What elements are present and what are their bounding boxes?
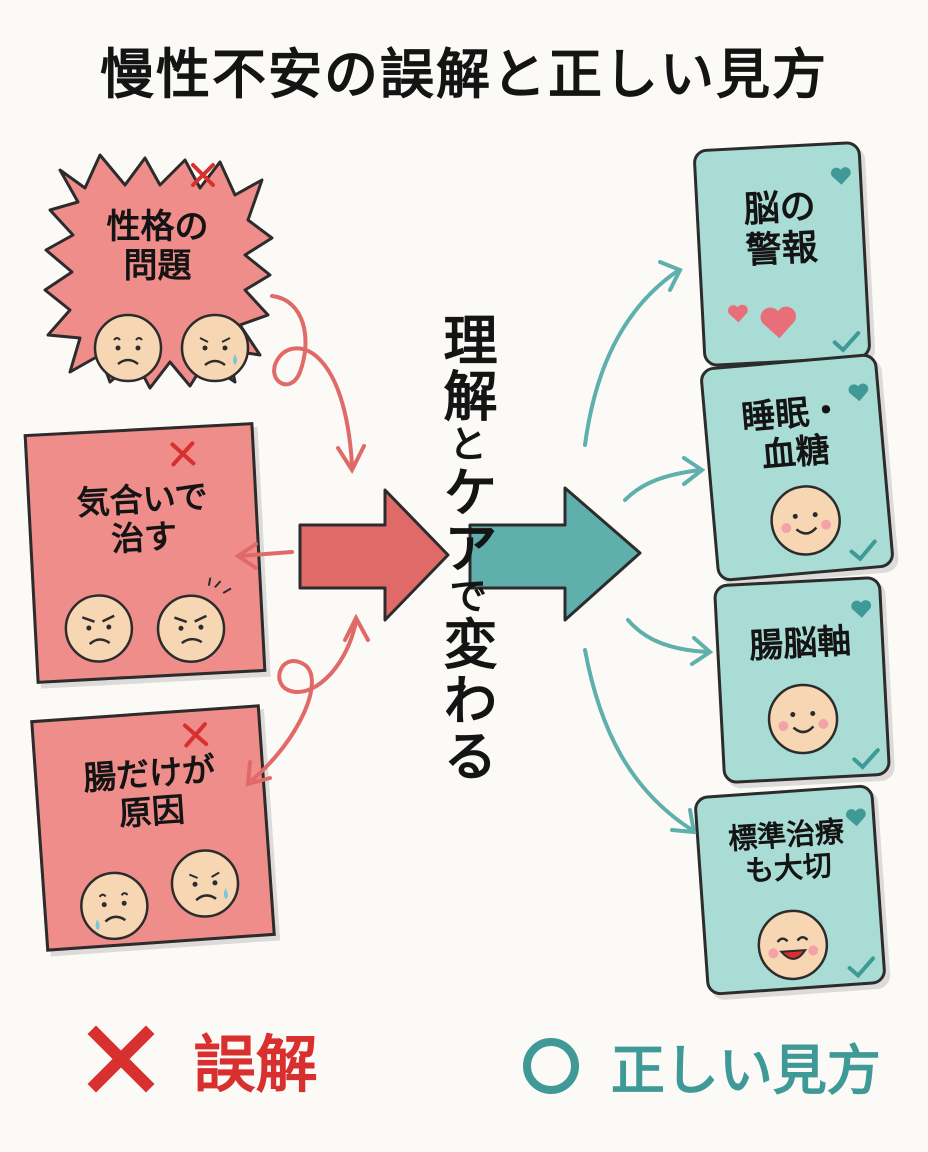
center-text-de: で [443, 576, 487, 616]
card-line: 性格の [106, 207, 209, 247]
heart-icon [830, 167, 851, 185]
heart-icon [851, 600, 872, 618]
heart-icon [845, 808, 866, 827]
arrow-head [343, 613, 370, 642]
correct-card-sleep-sugar: 睡眠・ 血糖 [698, 352, 896, 583]
curly-arrow-1 [270, 294, 354, 467]
sad-face-icon [170, 849, 240, 918]
check-icon [852, 748, 880, 770]
teal-arrow-1 [583, 270, 678, 447]
angry-face-icon [156, 577, 232, 663]
arrow-head [336, 444, 366, 475]
angry-face-icon [64, 594, 134, 663]
center-text-care: ケア [434, 464, 497, 576]
card-line: 警報 [744, 227, 819, 273]
correct-text-3: 腸脳軸 [718, 621, 882, 669]
misconception-text-3: 腸だけが 原因 [36, 747, 265, 838]
sad-face-icon [80, 871, 149, 941]
arrow-head [658, 260, 683, 292]
center-text-and: と [443, 424, 487, 464]
teal-arrow-3 [626, 618, 710, 654]
circle-icon [523, 1037, 579, 1094]
legend-wrong-label: 誤解 [193, 1028, 318, 1101]
worried-faces [93, 313, 250, 383]
arrow-head [690, 636, 714, 666]
card-line: 腸脳軸 [748, 621, 853, 667]
card-line: 問題 [123, 246, 192, 287]
hearts-decoration [727, 304, 796, 339]
correct-text-2: 睡眠・ 血糖 [705, 388, 883, 481]
angry-faces [64, 577, 232, 663]
check-icon [847, 956, 875, 979]
curly-arrow-2 [248, 620, 358, 784]
correct-card-brain-alarm: 脳の 警報 [692, 140, 872, 368]
center-text-understanding: 理解 [434, 312, 497, 424]
page-title: 慢性不安の誤解と正しい見方 [100, 43, 828, 106]
misconception-text-1: 性格の 問題 [40, 207, 275, 287]
teal-curved-arrows [583, 260, 714, 835]
heart-icon [848, 383, 869, 402]
check-icon [849, 539, 877, 562]
smile-face-icon [757, 909, 829, 981]
cross-icon [170, 441, 196, 467]
misconception-card-gut-only: 腸だけが 原因 [30, 704, 276, 952]
sad-face-icon [180, 313, 250, 383]
correct-card-standard-treatment: 標準治療 も大切 [693, 783, 887, 997]
legend-right-label: 正しい見方 [610, 1039, 881, 1102]
misconception-text-2: 気合いで 治す [29, 475, 257, 562]
arrow-head [670, 808, 697, 835]
legend-misconception: 誤解 [86, 1014, 318, 1104]
teal-arrow-2 [623, 468, 702, 502]
correct-card-gut-brain-axis: 腸脳軸 [712, 575, 892, 785]
correct-text-4: 標準治療 も大切 [698, 813, 876, 892]
cross-icon [182, 722, 209, 748]
cross-icon [191, 163, 215, 187]
misconception-card-willpower: 気合いで 治す [23, 422, 267, 684]
misconception-card-personality: 性格の 問題 [40, 150, 275, 390]
smile-face-icon [770, 485, 841, 556]
smile-face-icon [767, 683, 839, 755]
sad-face-icon [93, 313, 163, 383]
check-icon [832, 331, 861, 353]
center-text-change: 変わる [434, 616, 497, 784]
worried-faces [80, 849, 240, 941]
center-message: 理解とケアで変わる [425, 312, 505, 784]
teal-arrow-4 [583, 648, 694, 832]
cross-icon [87, 1025, 155, 1093]
arrow-head [682, 456, 706, 486]
correct-text-1: 脳の 警報 [698, 184, 864, 275]
legend-correct-view: 正しい見方 [520, 1026, 881, 1105]
